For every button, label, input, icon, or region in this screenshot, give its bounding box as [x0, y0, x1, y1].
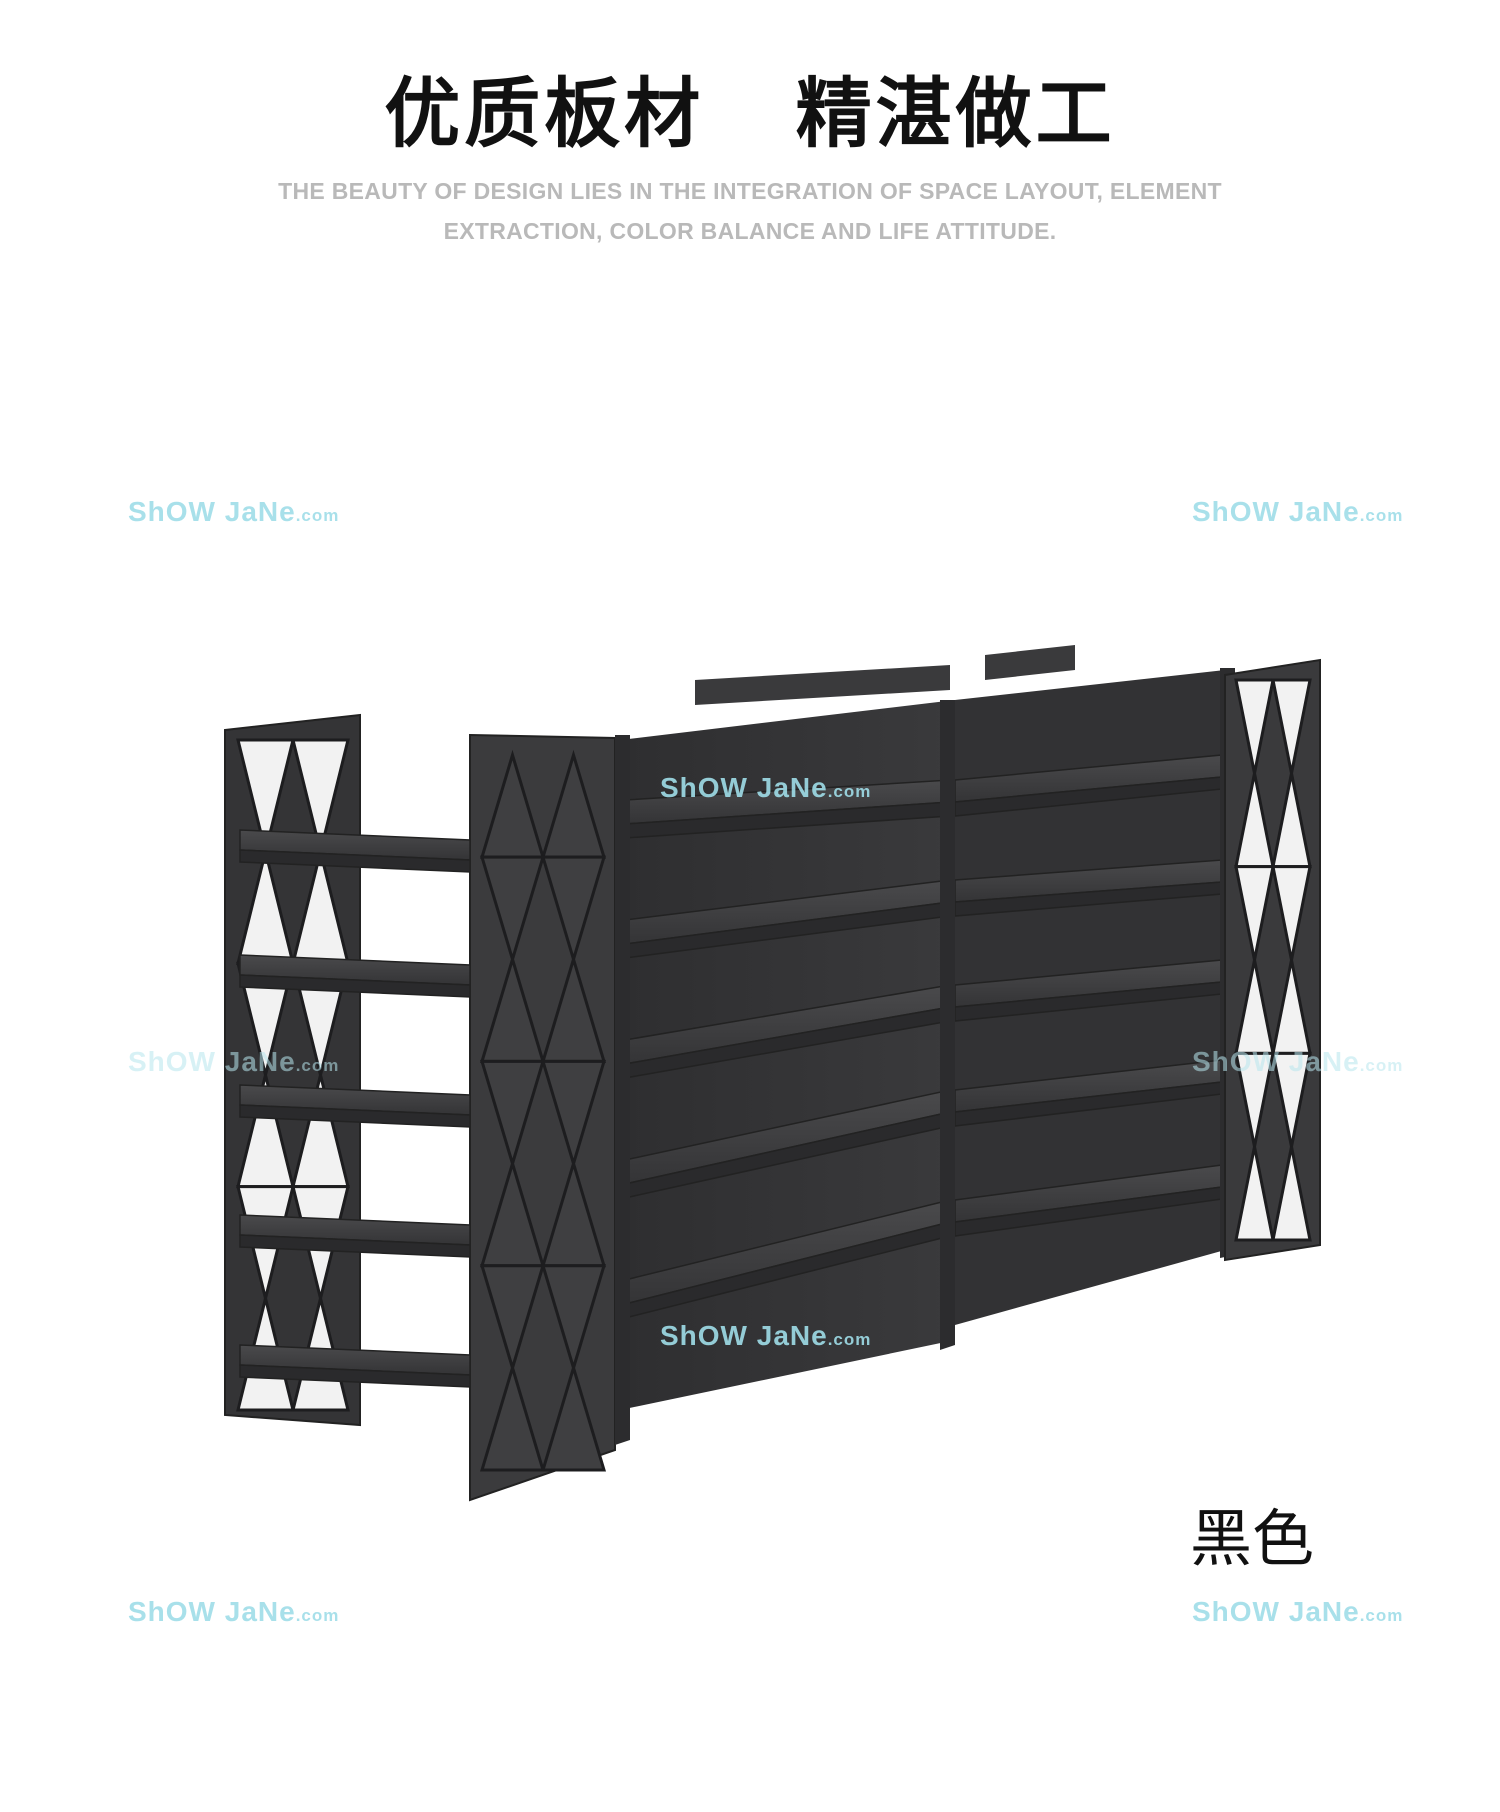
shelf-part: [1271, 865, 1312, 961]
shelf-part: [239, 1234, 471, 1258]
shelf-part: [540, 855, 607, 965]
shelf-part: [479, 1264, 546, 1374]
watermark: ShOW JaNe.com: [1192, 1596, 1404, 1627]
shelf-part: [1271, 678, 1312, 774]
shelf-part: [239, 1104, 471, 1128]
shelf-part: [1234, 865, 1275, 961]
watermark: ShOW JaNe.com: [1192, 496, 1404, 527]
shelf-part: [540, 1362, 607, 1472]
shelf-part: [291, 738, 350, 853]
shelf-part: [479, 1362, 546, 1472]
shelf-part: [1234, 678, 1275, 774]
watermark: ShOW JaNe.com: [128, 1596, 340, 1627]
shelf-part: [239, 1364, 471, 1388]
subtitle-line-2: EXTRACTION, COLOR BALANCE AND LIFE ATTIT…: [443, 218, 1057, 244]
watermark: ShOW JaNe.com: [660, 1320, 872, 1351]
shelf-part: [1234, 1146, 1275, 1242]
shelf-part: [540, 1264, 607, 1374]
shelf-part: [239, 849, 471, 873]
shelf-part: [540, 1059, 607, 1169]
color-label: 黑色: [1190, 1502, 1315, 1575]
shelf-part: [1271, 1051, 1312, 1147]
watermark: ShOW JaNe.com: [1192, 1046, 1404, 1077]
shelf-part: [479, 855, 546, 965]
headline: 优质板材 精湛做工: [384, 69, 1116, 158]
shelf-part: [236, 738, 295, 853]
subtitle-line-1: THE BEAUTY OF DESIGN LIES IN THE INTEGRA…: [278, 178, 1222, 204]
shelf-part: [1234, 1051, 1275, 1147]
watermark: ShOW JaNe.com: [128, 1046, 340, 1077]
watermark: ShOW JaNe.com: [128, 496, 340, 527]
shelf-part: [1271, 1146, 1312, 1242]
shelf-part: [479, 1059, 546, 1169]
shelf-part: [239, 974, 471, 998]
watermark: ShOW JaNe.com: [660, 772, 872, 803]
